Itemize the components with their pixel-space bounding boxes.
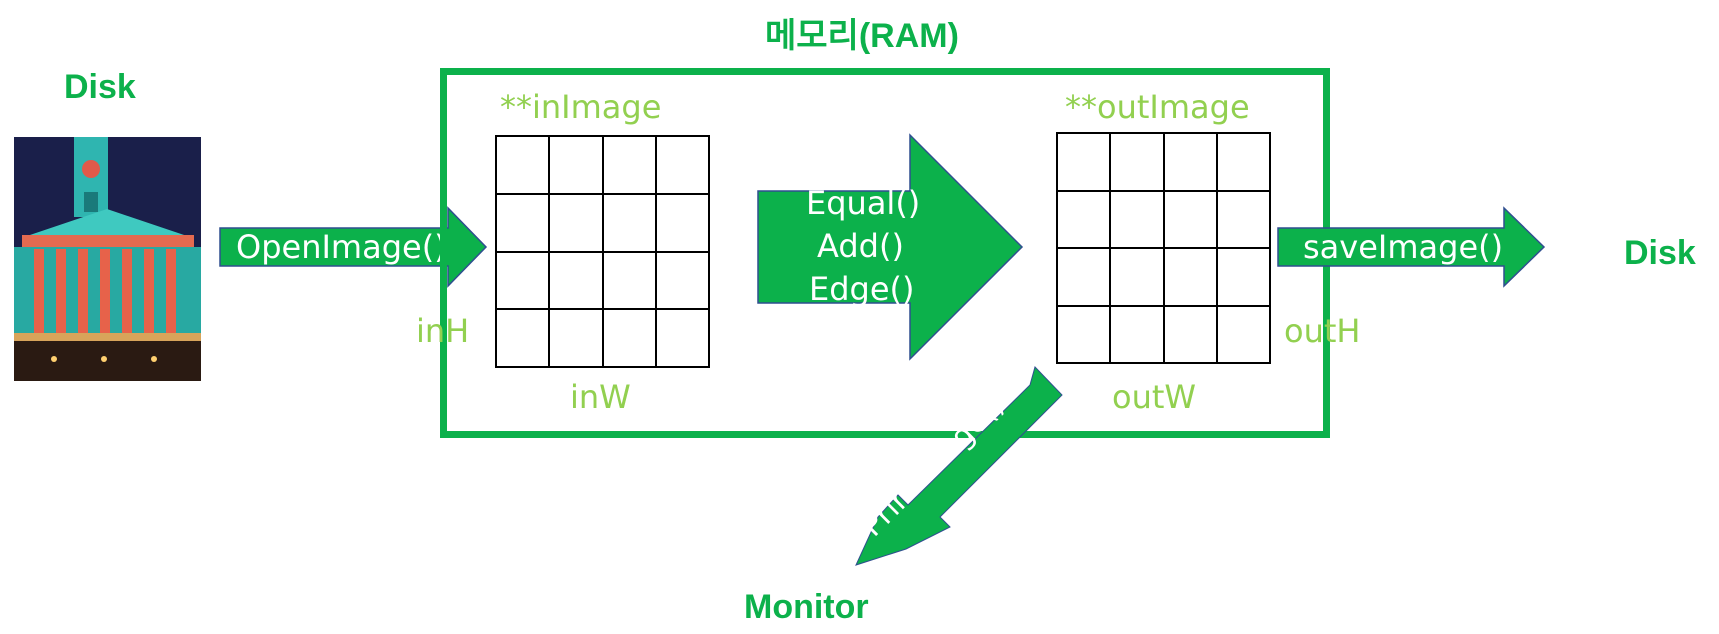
out-h-label: outH bbox=[1284, 312, 1361, 350]
out-image-label: **outImage bbox=[1065, 88, 1250, 126]
out-w-label: outW bbox=[1112, 378, 1197, 416]
process-op-add: Add() bbox=[817, 227, 904, 265]
building-photo-icon bbox=[14, 137, 201, 381]
out-image-grid bbox=[1056, 132, 1271, 364]
process-op-equal: Equal() bbox=[806, 184, 921, 222]
in-h-label: inH bbox=[416, 312, 470, 350]
process-op-edge: Edge() bbox=[809, 270, 915, 306]
save-image-arrow bbox=[1277, 206, 1546, 288]
print-image-arrow bbox=[855, 366, 1063, 566]
disk-building-image bbox=[14, 137, 201, 381]
memory-title: 메모리(RAM) bbox=[765, 17, 959, 55]
in-image-label: **inImage bbox=[500, 88, 662, 126]
disk-right-label: Disk bbox=[1624, 234, 1696, 272]
disk-left-label: Disk bbox=[64, 68, 136, 106]
save-image-label: saveImage() bbox=[1303, 228, 1504, 266]
open-image-arrow bbox=[219, 206, 488, 288]
in-w-label: inW bbox=[570, 378, 631, 416]
open-image-label: OpenImage() bbox=[236, 228, 447, 266]
process-arrow bbox=[757, 133, 1024, 361]
in-image-grid bbox=[495, 135, 710, 368]
monitor-label: Monitor bbox=[744, 588, 869, 626]
